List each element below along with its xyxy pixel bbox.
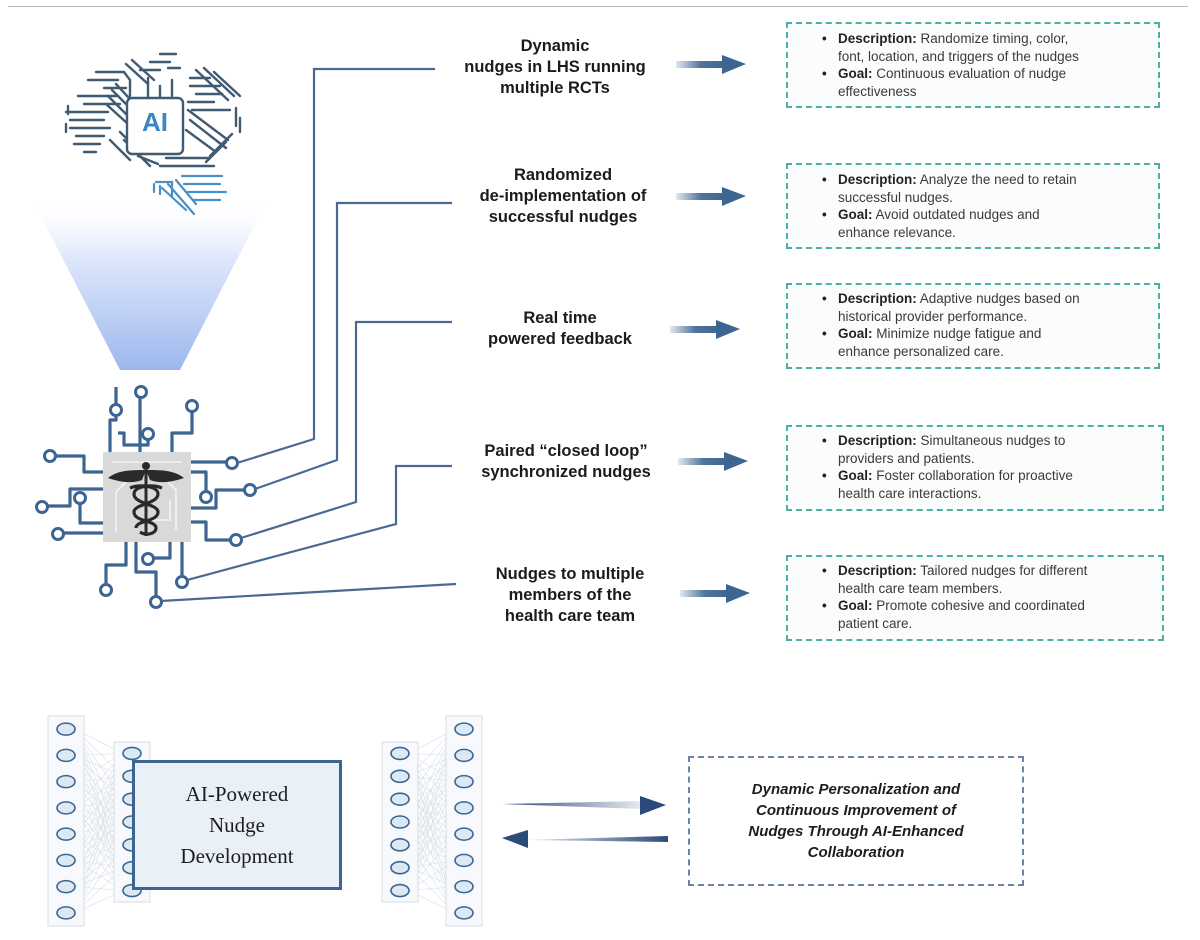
arrow-5 [680,584,750,603]
connector-5 [160,582,457,603]
arrow-4 [678,452,748,471]
outcome-box: Dynamic Personalization and Continuous I… [688,756,1024,886]
description-item: Description: Adaptive nudges based onhis… [822,290,1158,325]
neuron-node [454,722,474,736]
right-arrows [670,55,750,603]
goal-item: Goal: Minimize nudge fatigue andenhance … [822,325,1158,360]
connector-lines [160,67,457,603]
neuron-node [454,906,474,920]
description-box-5: Description: Tailored nudges for differe… [786,555,1164,641]
description-box-1: Description: Randomize timing, color,fon… [786,22,1160,108]
neuron-node [454,879,474,894]
neuron-node [390,883,410,898]
arrow-3 [670,320,740,339]
goal-item: Goal: Foster collaboration for proactive… [822,467,1162,502]
neuron-node [390,815,410,829]
goal-item: Goal: Continuous evaluation of nudgeeffe… [822,65,1158,100]
neuron-node [390,746,410,761]
arrow-2 [676,187,746,206]
arrow-to-engine [502,830,668,848]
neuron-node [454,801,474,815]
bidirectional-arrows [502,796,668,848]
neuron-node [56,853,76,868]
neuron-node [56,722,76,736]
description-box-2: Description: Analyze the need to retains… [786,163,1160,249]
label-paired-closed-loop: Paired “closed loop” synchronized nudges [481,442,651,481]
caduceus-icon [108,462,184,536]
neuron-node [390,792,410,806]
label-real-time-feedback: Real time powered feedback [488,309,632,348]
light-beam [30,195,270,370]
input-layer [47,715,85,927]
ai-chip-box [125,96,185,156]
goal-item: Goal: Promote cohesive and coordinatedpa… [822,597,1162,632]
label-multiple-members: Nudges to multiple members of the health… [495,565,645,625]
description-box-3: Description: Adaptive nudges based onhis… [786,283,1160,369]
neuron-node [56,906,76,920]
neuron-node [56,879,76,894]
hidden-layer-right [381,741,419,903]
arrow-to-outcome [502,796,666,815]
neuron-node [454,827,474,841]
neural-network-right [381,715,483,927]
ai-powered-nudge-development-box: AI-Powered Nudge Development [132,760,342,890]
connector-4 [186,464,452,582]
neuron-node [56,774,76,789]
connector-1 [236,67,435,465]
description-item: Description: Randomize timing, color,fon… [822,30,1158,65]
connector-2 [254,201,452,491]
neuron-node [56,827,76,841]
neuron-node [390,769,410,784]
connector-3 [240,320,452,540]
neuron-node [122,746,142,761]
neuron-node [454,774,474,789]
label-randomized-deimplementation: Randomized de-implementation of successf… [479,166,647,226]
description-item: Description: Tailored nudges for differe… [822,562,1162,597]
description-box-4: Description: Simultaneous nudges toprovi… [786,425,1164,511]
description-item: Description: Simultaneous nudges toprovi… [822,432,1162,467]
top-divider [8,6,1188,7]
neuron-node [454,853,474,868]
label-dynamic-nudges: Dynamic nudges in LHS running multiple R… [464,37,646,97]
brain-circuit-accent [152,174,228,216]
brain-circuit-icon [64,52,242,168]
description-item: Description: Analyze the need to retains… [822,171,1158,206]
neuron-node [56,801,76,815]
brain-ai-label: AI [142,107,168,137]
neuron-node [390,838,410,852]
output-layer [445,715,483,927]
arrow-1 [676,55,746,74]
neuron-node [56,748,76,763]
neuron-node [390,860,410,875]
neuron-node [454,748,474,763]
